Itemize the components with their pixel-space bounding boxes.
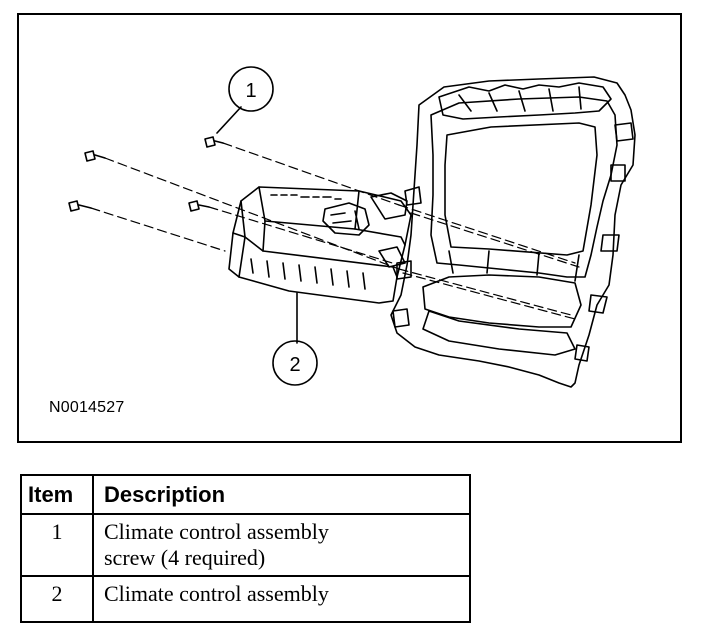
description-line: Climate control assembly [104, 581, 329, 606]
callout-1-label: 1 [245, 80, 256, 102]
item-number: 1 [20, 513, 94, 577]
parts-table: Item Description 1 Climate control assem… [20, 474, 471, 623]
callout-1-leader [216, 106, 242, 134]
screws [68, 136, 224, 212]
description-line: Climate control assembly [104, 519, 329, 544]
table-row: 2 Climate control assembly [20, 575, 471, 623]
description-line: screw (4 required) [104, 545, 266, 570]
item-column-header: Item [20, 474, 94, 515]
item-description: Climate control assembly [92, 575, 471, 623]
callout-2-label: 2 [289, 354, 300, 376]
item-description: Climate control assembly screw (4 requir… [92, 513, 471, 577]
table-row: 1 Climate control assembly screw (4 requ… [20, 513, 471, 577]
figure-frame: 1 2 N0014527 [17, 13, 682, 443]
callout-1-circle [228, 66, 274, 112]
center-stack-bezel [390, 76, 636, 388]
alignment-lines [90, 142, 580, 320]
description-column-header: Description [92, 474, 471, 515]
exploded-view-illustration: 1 2 [68, 66, 636, 388]
item-number: 2 [20, 575, 94, 623]
figure-id: N0014527 [49, 399, 125, 416]
table-header-row: Item Description [20, 474, 471, 515]
climate-control-assembly [228, 186, 412, 304]
callout-2-circle [272, 340, 318, 386]
